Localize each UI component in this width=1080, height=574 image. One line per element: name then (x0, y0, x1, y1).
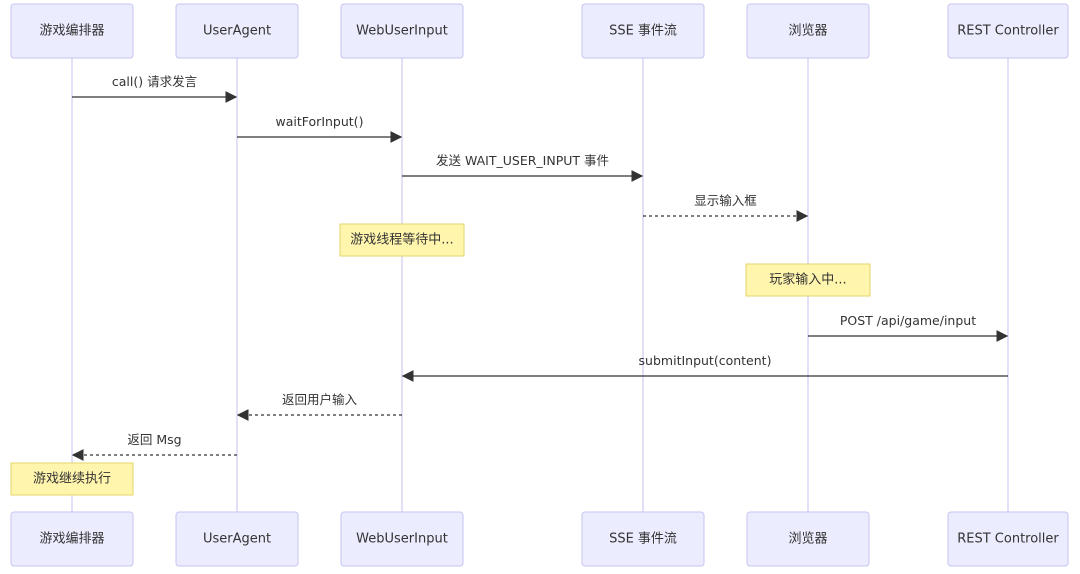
actor-box (175, 511, 299, 567)
actor-label: 游戏编排器 (39, 532, 104, 547)
actor-label: WebUserInput (356, 24, 448, 39)
actor-box (947, 511, 1069, 567)
actor-box (340, 3, 464, 59)
actor-box (581, 511, 705, 567)
note-orchestrator: 游戏继续执行 (10, 462, 134, 496)
actor-rest-top: REST Controller (947, 3, 1069, 59)
message-label: 返回用户输入 (282, 392, 358, 407)
actor-sse-bottom: SSE 事件流 (581, 511, 705, 567)
note-box (339, 223, 465, 257)
message-label: 返回 Msg (127, 432, 181, 447)
note-box (745, 263, 871, 297)
message-3: 发送 WAIT_USER_INPUT 事件 (402, 153, 644, 182)
message-6: submitInput(content) (401, 353, 1008, 382)
actor-rest-bottom: REST Controller (947, 511, 1069, 567)
actor-orchestrator-bottom: 游戏编排器 (10, 511, 134, 567)
actor-box (746, 511, 870, 567)
actor-box (340, 511, 464, 567)
note-browser: 玩家输入中... (745, 263, 871, 297)
actor-label: 浏览器 (788, 531, 827, 547)
notes: 游戏线程等待中... 玩家输入中... 游戏继续执行 (10, 223, 871, 496)
actor-box (947, 3, 1069, 59)
message-5: POST /api/game/input (808, 313, 1009, 342)
message-label: POST /api/game/input (840, 313, 976, 328)
note-label: 游戏继续执行 (33, 472, 111, 487)
message-label: call() 请求发言 (112, 74, 197, 89)
actor-box (10, 3, 134, 59)
actors-bottom: 游戏编排器 UserAgent WebUserInput SSE 事件流 浏览器 REST… (10, 511, 1069, 567)
actor-box (581, 3, 705, 59)
note-label: 玩家输入中... (769, 272, 846, 288)
actor-useragent-top: UserAgent (175, 3, 299, 59)
message-2: waitForInput() (237, 114, 403, 143)
actor-label: 浏览器 (788, 23, 827, 39)
actor-label: REST Controller (957, 24, 1059, 39)
actor-box (175, 3, 299, 59)
actors-top: 游戏编排器 UserAgent WebUserInput SSE 事件流 浏览器 REST… (10, 3, 1069, 59)
note-label: 游戏线程等待中... (350, 232, 453, 248)
actor-box (746, 3, 870, 59)
note-webuserinput: 游戏线程等待中... (339, 223, 465, 257)
actor-browser-bottom: 浏览器 (746, 511, 870, 567)
actor-sse-top: SSE 事件流 (581, 3, 705, 59)
actor-webuserinput-top: WebUserInput (340, 3, 464, 59)
actor-label: UserAgent (203, 24, 271, 39)
actor-webuserinput-bottom: WebUserInput (340, 511, 464, 567)
message-label: 显示输入框 (694, 193, 757, 208)
actor-label: 游戏编排器 (39, 24, 104, 39)
message-label: 发送 WAIT_USER_INPUT 事件 (436, 153, 609, 168)
actor-label: WebUserInput (356, 532, 448, 547)
message-label: submitInput(content) (639, 353, 772, 368)
message-label: waitForInput() (276, 114, 364, 129)
actor-box (10, 511, 134, 567)
message-1: call() 请求发言 (72, 74, 238, 103)
actor-label: SSE 事件流 (609, 532, 677, 547)
actor-browser-top: 浏览器 (746, 3, 870, 59)
note-box (10, 462, 134, 496)
actor-label: UserAgent (203, 532, 271, 547)
message-8: 返回 Msg (71, 432, 237, 461)
actor-useragent-bottom: UserAgent (175, 511, 299, 567)
actor-orchestrator-top: 游戏编排器 (10, 3, 134, 59)
message-4: 显示输入框 (643, 193, 809, 222)
messages: call() 请求发言 waitForInput() 发送 WAIT_USER_IN… (71, 74, 1009, 461)
actor-label: REST Controller (957, 532, 1059, 547)
actor-label: SSE 事件流 (609, 24, 677, 39)
message-7: 返回用户输入 (236, 392, 402, 421)
